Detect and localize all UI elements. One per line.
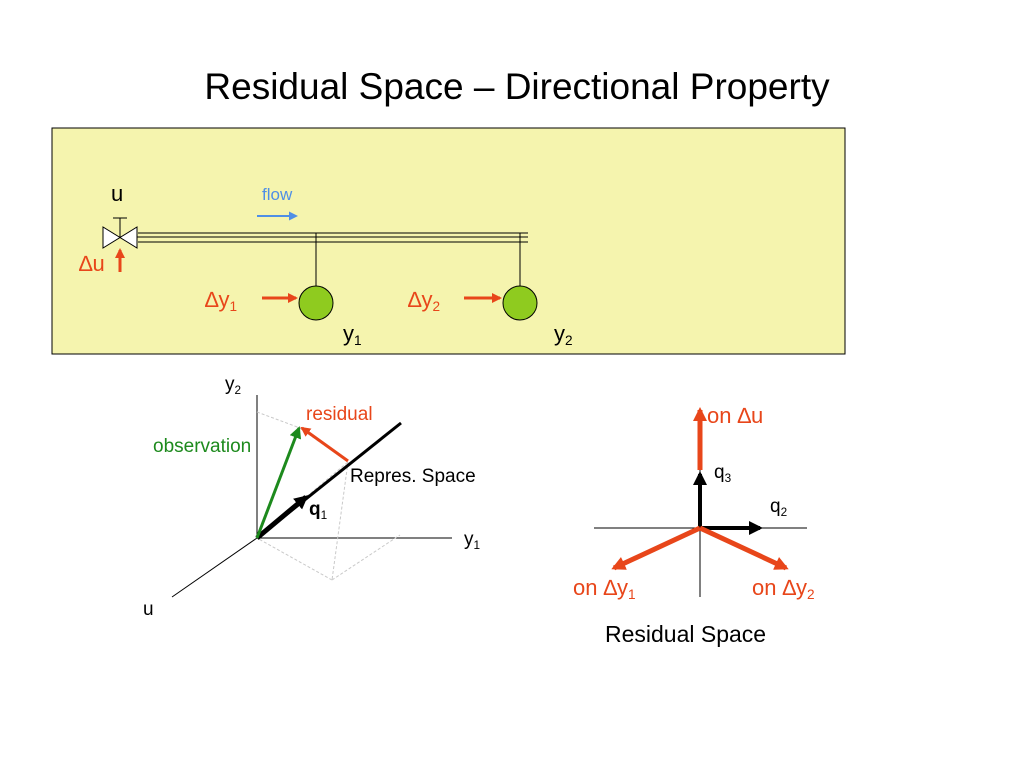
axis-u-label: u <box>143 599 154 620</box>
space-axes <box>171 395 452 598</box>
slide-title: Residual Space – Directional Property <box>204 66 830 107</box>
on-y2-arrow <box>698 525 789 571</box>
residual-space-caption: Residual Space <box>605 621 767 647</box>
on-y2-label: on ∆y2 <box>752 575 815 603</box>
q3-label: q3 <box>714 462 732 485</box>
process-panel <box>51 127 846 355</box>
axis-y2-label: y2 <box>225 374 242 397</box>
input-delta-label: ∆u <box>79 251 105 276</box>
pipe <box>134 232 528 243</box>
q1-arrow <box>255 495 309 540</box>
sensor-1-label: y1 <box>343 321 362 349</box>
sensor-2 <box>502 285 538 321</box>
q2-label: q2 <box>770 496 788 519</box>
residual-label: residual <box>306 404 373 425</box>
observation-label: observation <box>153 436 252 457</box>
q1-label: q1 <box>309 499 328 522</box>
delta-y1-label: ∆y1 <box>205 287 238 315</box>
observation-arrow <box>255 426 302 539</box>
axis-y1-label: y1 <box>464 529 481 552</box>
on-y1-label: on ∆y1 <box>573 575 636 603</box>
on-u-label: on ∆u <box>707 403 764 428</box>
projection-guides <box>256 411 401 581</box>
residual-arrow <box>300 426 349 463</box>
input-label: u <box>111 181 124 206</box>
on-y1-arrow <box>611 525 702 571</box>
valve-icon <box>102 217 138 249</box>
flow-label: flow <box>262 185 293 204</box>
delta-y2-label: ∆y2 <box>408 287 441 315</box>
sensor-1 <box>298 285 334 321</box>
repres-space-label: Repres. Space <box>350 466 476 487</box>
sensor-2-label: y2 <box>554 321 573 349</box>
